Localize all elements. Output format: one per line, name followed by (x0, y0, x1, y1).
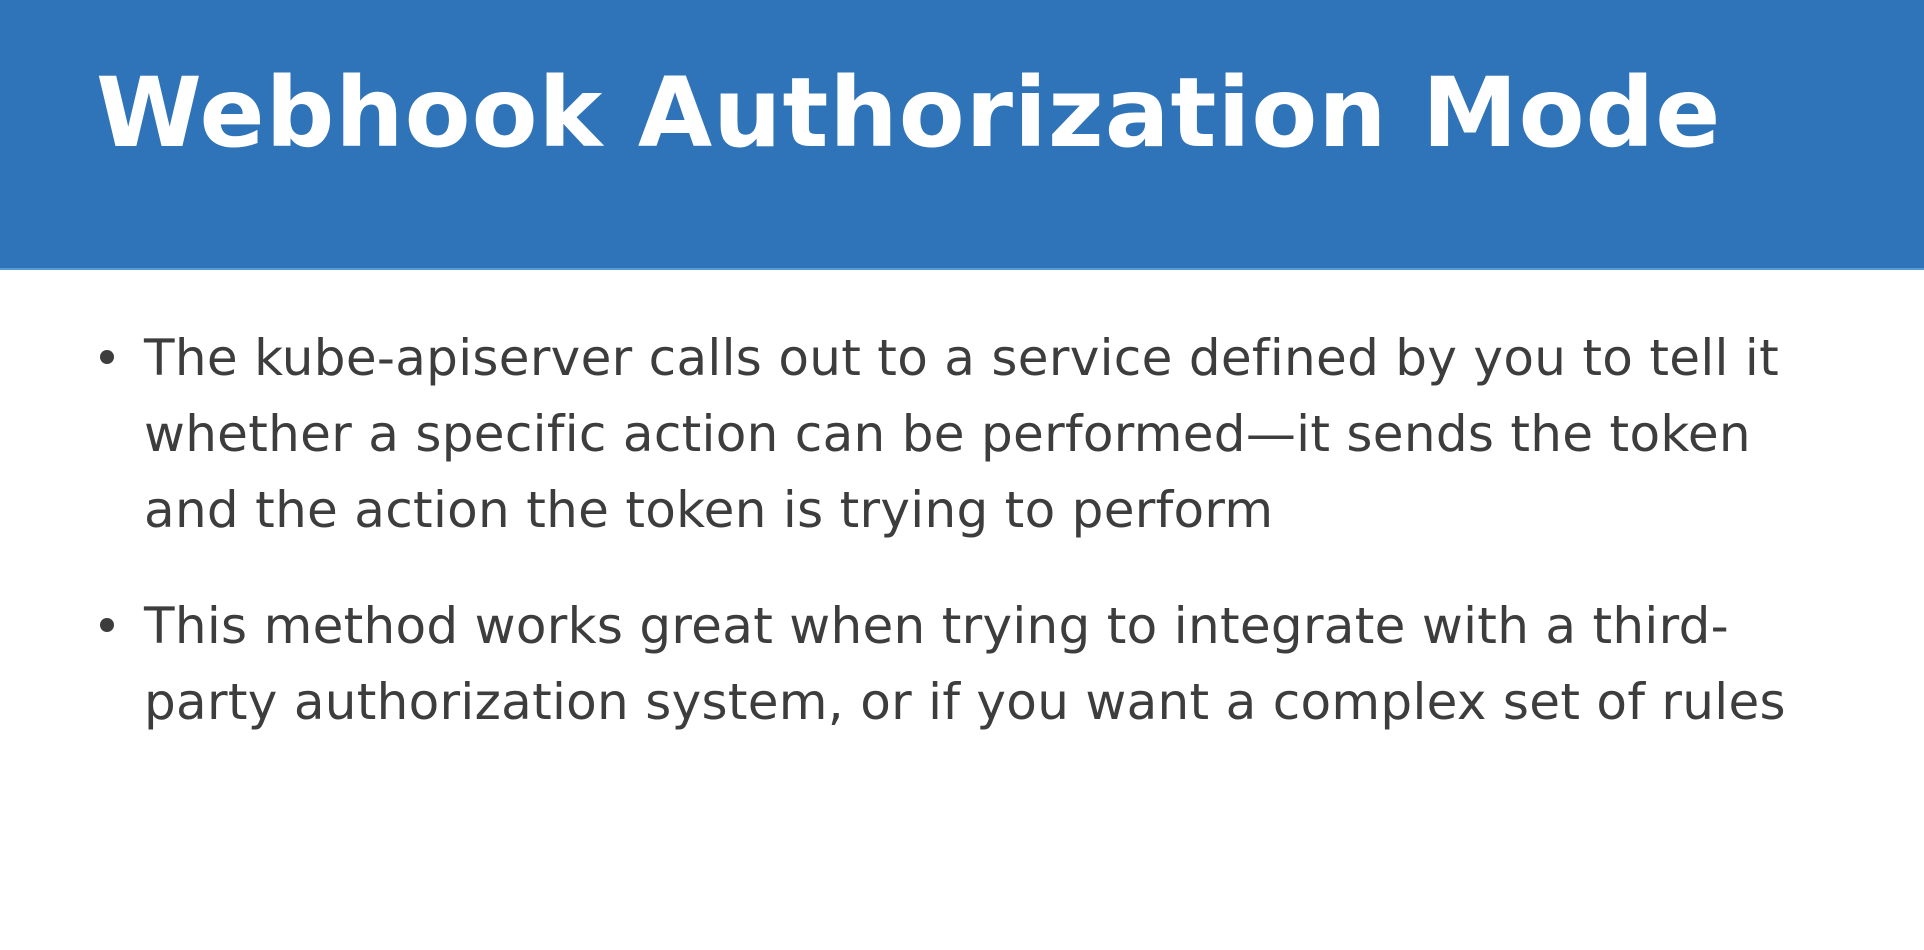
bullet-icon (100, 350, 114, 364)
bullet-item: The kube-apiserver calls out to a servic… (96, 320, 1816, 548)
bullet-text: The kube-apiserver calls out to a servic… (144, 329, 1780, 539)
bullet-list: The kube-apiserver calls out to a servic… (96, 320, 1816, 740)
bullet-item: This method works great when trying to i… (96, 588, 1816, 740)
bullet-text: This method works great when trying to i… (144, 597, 1786, 731)
slide-title: Webhook Authorization Mode (96, 57, 1722, 169)
slide-header: Webhook Authorization Mode (0, 0, 1924, 270)
bullet-icon (100, 618, 114, 632)
